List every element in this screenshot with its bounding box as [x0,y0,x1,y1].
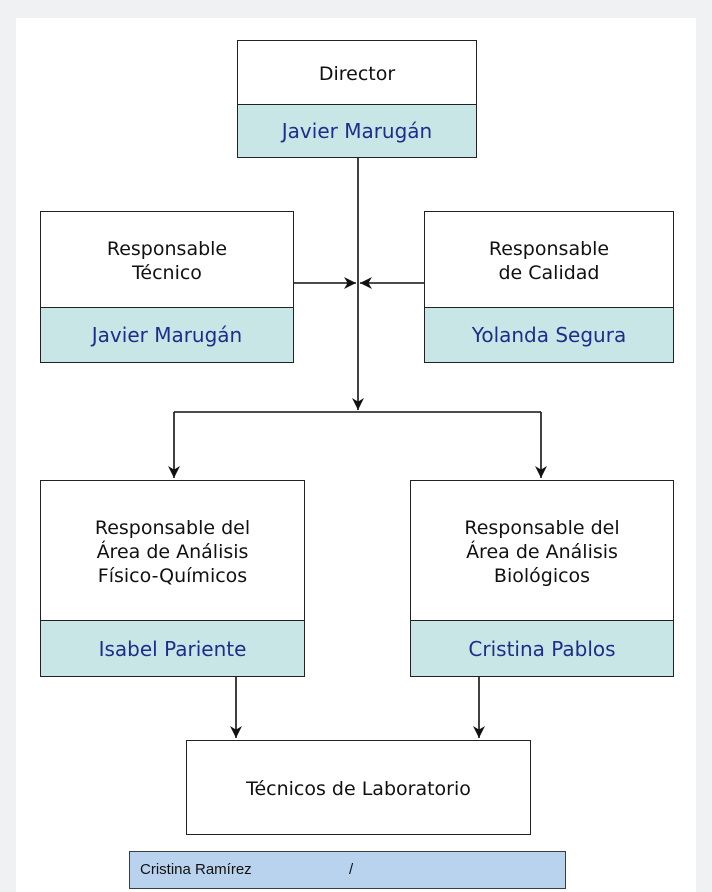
director-name: Javier Marugán [238,104,476,157]
lab-staff-bar: Cristina Ramírez / [129,851,566,889]
physchem-manager-box: Responsable del Área de Análisis Físico-… [40,480,305,677]
technical-manager-name: Javier Marugán [41,307,293,362]
director-role: Director [318,63,396,85]
biological-manager-name: Cristina Pablos [411,620,673,676]
lab-staff-separator: / [349,861,354,878]
biological-manager-box: Responsable del Área de Análisis Biológi… [410,480,674,677]
lab-technicians-box: Técnicos de Laboratorio [186,740,531,835]
quality-manager-role: Responsable de Calidad [488,238,610,284]
quality-manager-box: Responsable de Calidad Yolanda Segura [424,211,674,363]
physchem-manager-name: Isabel Pariente [41,620,304,676]
quality-manager-name: Yolanda Segura [425,307,673,362]
physchem-manager-role: Responsable del Área de Análisis Físico-… [94,517,251,587]
lab-technicians-role: Técnicos de Laboratorio [246,777,471,800]
director-box: Director Javier Marugán [237,40,477,158]
technical-manager-box: Responsable Técnico Javier Marugán [40,211,294,363]
biological-manager-role: Responsable del Área de Análisis Biológi… [464,517,620,587]
lab-staff-name: Cristina Ramírez [140,861,252,878]
technical-manager-role: Responsable Técnico [106,238,228,284]
